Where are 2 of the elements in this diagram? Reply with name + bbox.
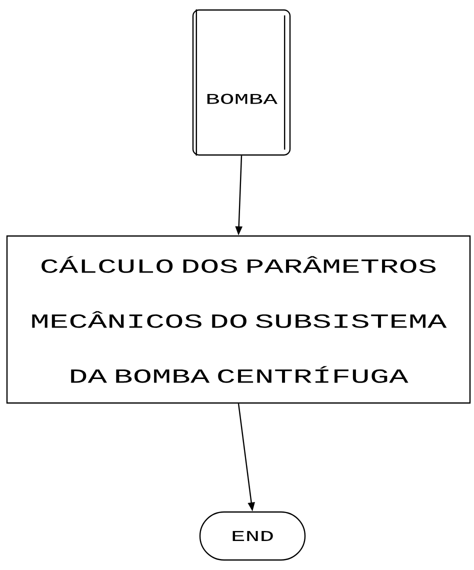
process-box: CÁLCULO DOS PARÂMETROS MECÂNICOS DO SUBSISTEMA DA BOMBA CENTRÍFUGA <box>6 235 471 404</box>
predefined-process-box: BOMBA <box>192 9 291 156</box>
